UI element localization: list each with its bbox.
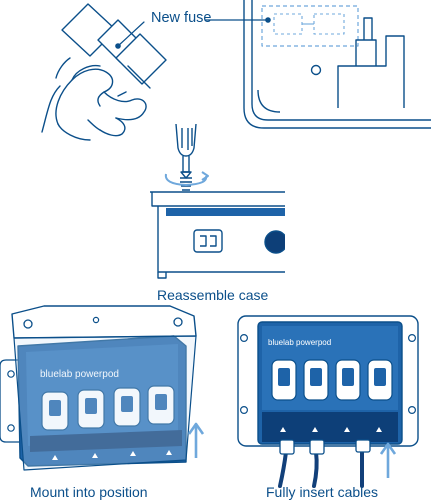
fully-insert-cables-caption: Fully insert cables (266, 484, 378, 500)
powerpod-mount-illustration: bluelab powerpod (0, 306, 203, 470)
powerpod-cables-illustration: bluelab powerpod (238, 316, 418, 486)
power-socket-icon (194, 230, 222, 252)
mount-into-position-caption: Mount into position (30, 484, 148, 500)
reassemble-illustration (150, 124, 296, 278)
rotation-arrow-icon (166, 174, 206, 185)
screwdriver-icon (176, 124, 196, 190)
up-arrow-icon (381, 444, 395, 478)
reassemble-case-caption: Reassemble case (157, 287, 268, 303)
cable-group (280, 452, 362, 486)
brand-logo-right: bluelab powerpod (268, 338, 331, 347)
case-interior (244, 0, 431, 128)
up-arrow-icon (189, 424, 203, 458)
new-fuse-label: New fuse (151, 10, 211, 26)
